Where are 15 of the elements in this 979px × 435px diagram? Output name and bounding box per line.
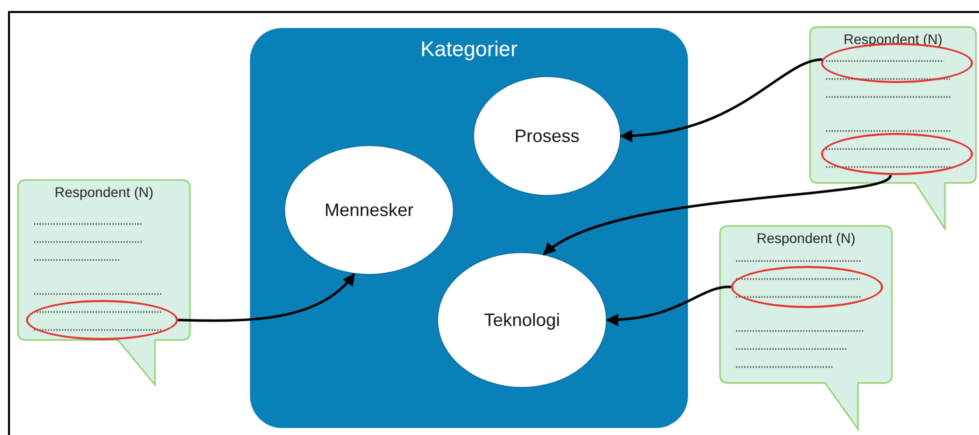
category-label: Prosess — [514, 126, 580, 146]
arrow — [178, 273, 356, 322]
respondent-heading: Respondent (N) — [756, 230, 856, 246]
respondent-heading: Respondent (N) — [54, 184, 154, 200]
highlight-ellipse — [821, 133, 973, 175]
arrow — [620, 58, 822, 142]
highlight-ellipse — [731, 266, 883, 308]
arrow — [542, 174, 892, 256]
category-panel — [250, 28, 688, 428]
arrow — [606, 286, 732, 326]
respondent-heading: Respondent (N) — [842, 31, 944, 47]
panel-heading: Kategorier — [420, 38, 518, 62]
category-label: Mennesker — [324, 200, 414, 220]
highlight-ellipse — [26, 300, 178, 340]
category-label: Teknologi — [484, 310, 560, 330]
